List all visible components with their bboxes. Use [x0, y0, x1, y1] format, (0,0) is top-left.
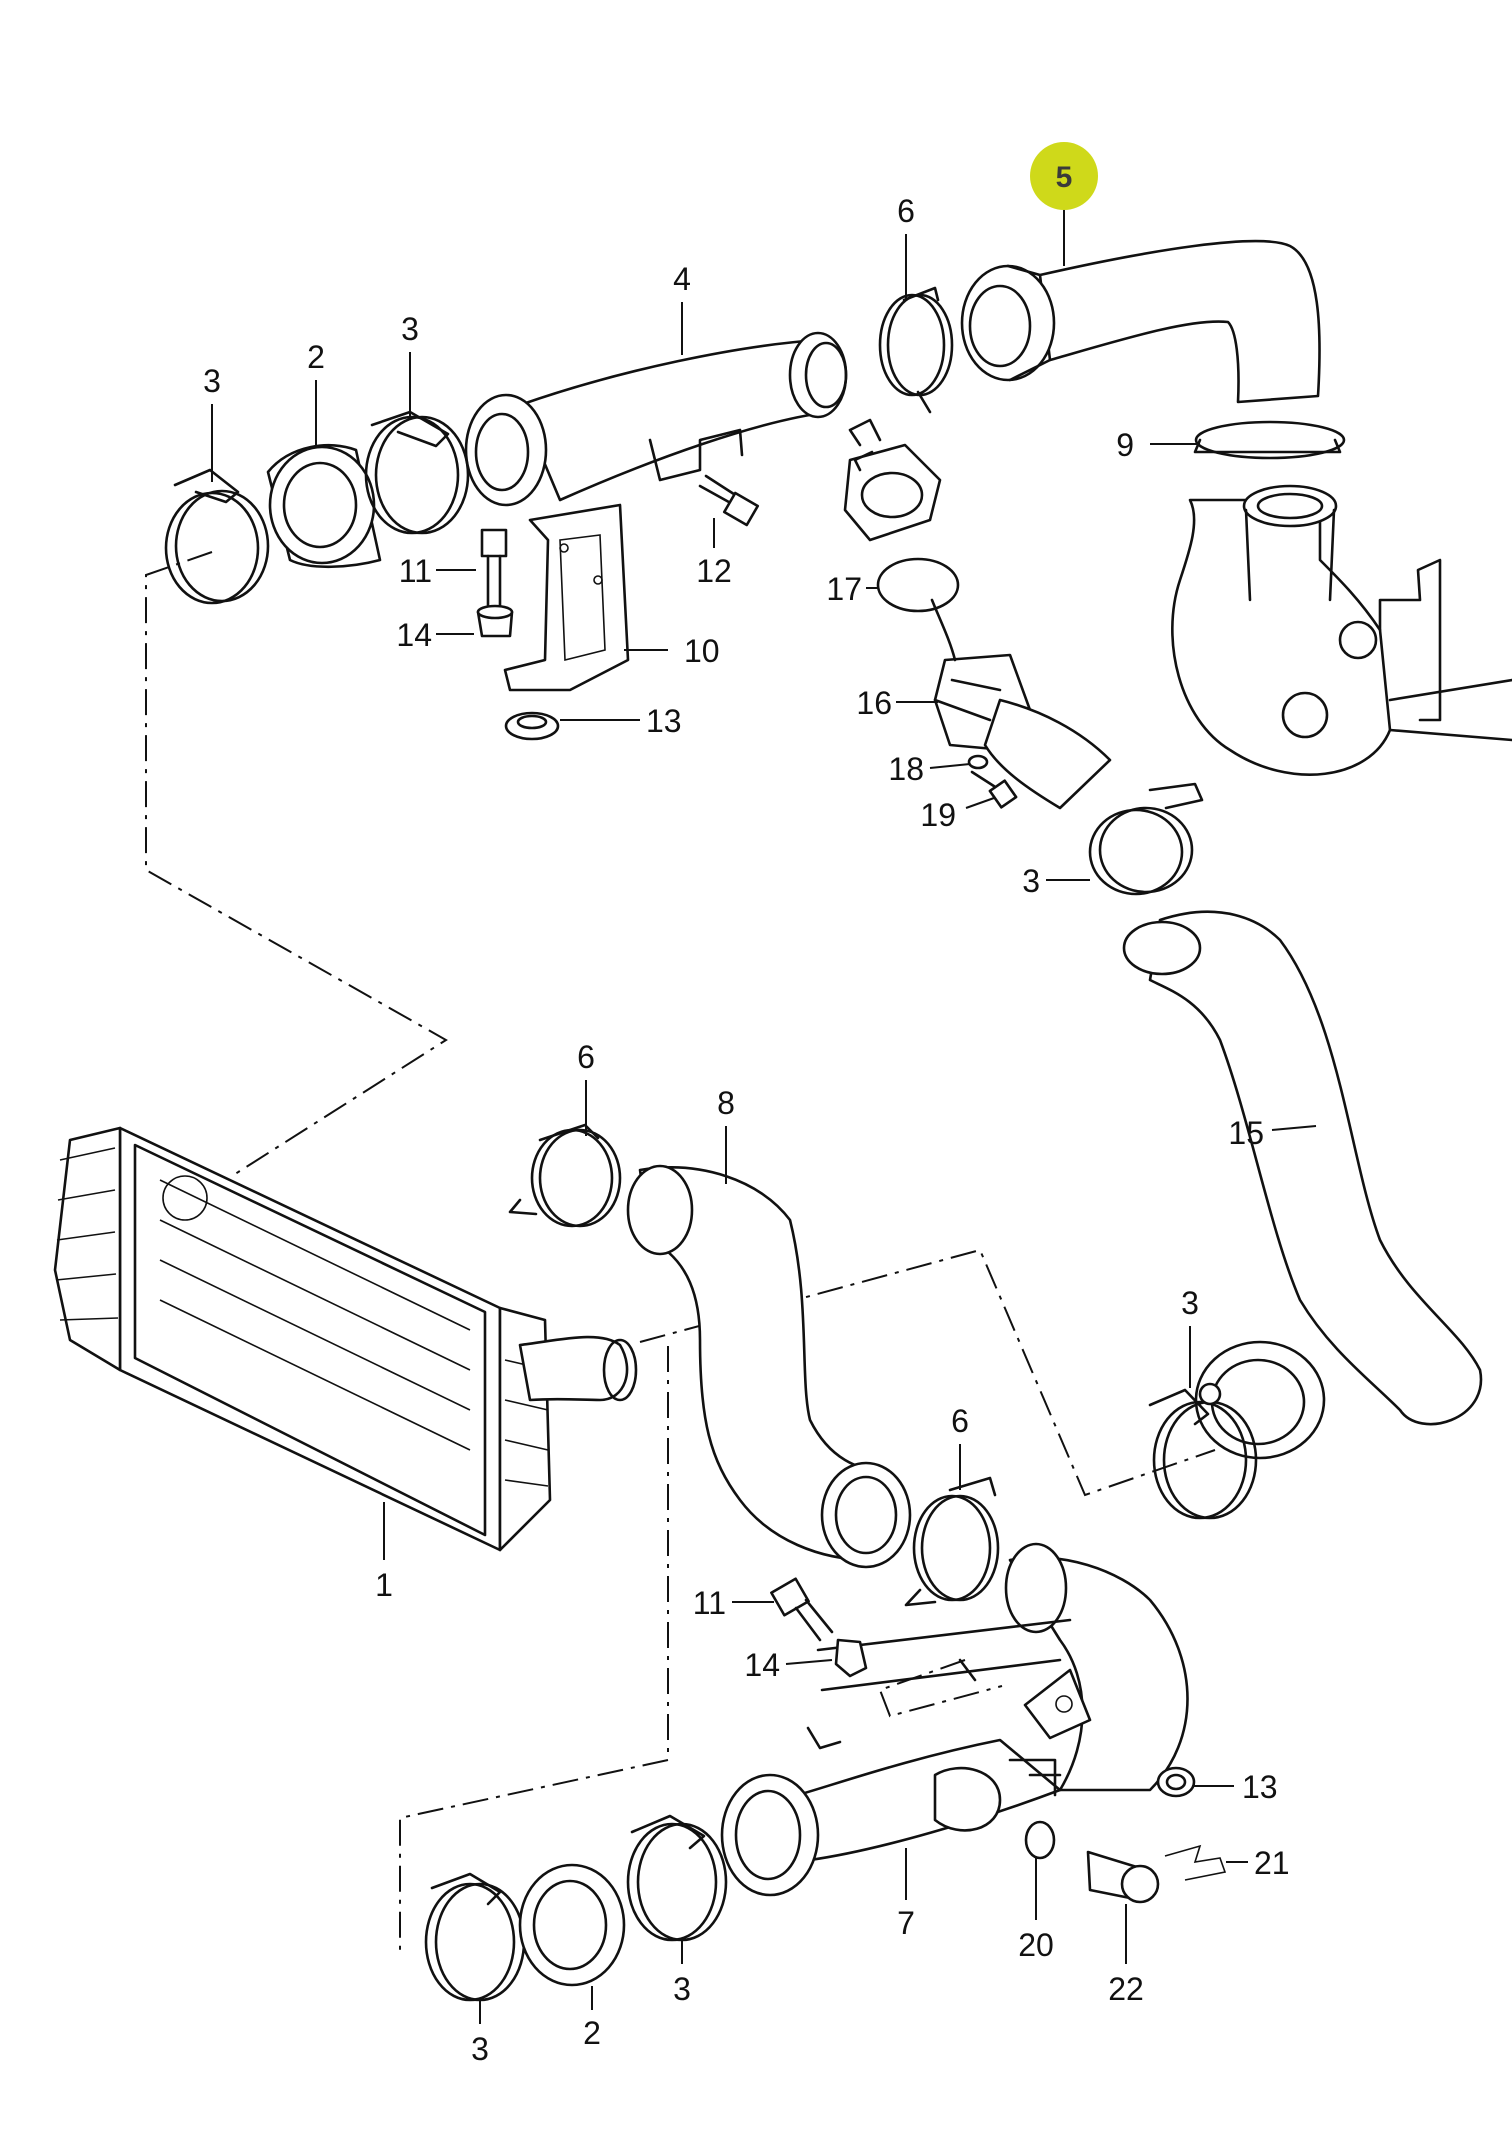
- callout-14-top[interactable]: 14: [396, 617, 432, 653]
- hose-8[interactable]: [626, 1164, 912, 1569]
- clamp-3-top-mid[interactable]: [364, 410, 470, 535]
- clamp-3-right-mid[interactable]: [1088, 782, 1204, 896]
- callout-6-mid[interactable]: 6: [577, 1039, 595, 1075]
- intercooler-1[interactable]: [53, 1126, 638, 1552]
- washer-14-top[interactable]: [476, 604, 514, 638]
- sleeve-2-top[interactable]: [266, 444, 382, 569]
- callout-15[interactable]: 15: [1228, 1115, 1264, 1151]
- clamp-3-lower-left[interactable]: [424, 1872, 526, 2002]
- callout-20[interactable]: 20: [1018, 1927, 1054, 1963]
- bolt-11-lower[interactable]: [770, 1577, 834, 1642]
- bolt-11-top[interactable]: [480, 528, 508, 610]
- callout-11-top[interactable]: 11: [399, 553, 432, 589]
- callout-13-lower[interactable]: 13: [1242, 1769, 1278, 1805]
- bolt-12[interactable]: [698, 474, 760, 527]
- callout-6-top[interactable]: 6: [897, 193, 915, 229]
- callout-2-top[interactable]: 2: [307, 339, 325, 375]
- callout-19[interactable]: 19: [920, 797, 956, 833]
- callout-10[interactable]: 10: [684, 633, 720, 669]
- hose-5[interactable]: [960, 239, 1321, 404]
- callout-3-lower-mid[interactable]: 3: [673, 1971, 691, 2007]
- sleeve-2-lower[interactable]: [518, 1863, 626, 1987]
- leader-lines: [211, 202, 1317, 2024]
- hose-15[interactable]: [1122, 910, 1483, 1460]
- callout-3-top-mid[interactable]: 3: [401, 311, 419, 347]
- grommet-13-top[interactable]: [504, 711, 560, 741]
- connector-16[interactable]: [930, 598, 1112, 810]
- callout-12[interactable]: 12: [696, 553, 732, 589]
- callout-4[interactable]: 4: [673, 261, 691, 297]
- callout-14-lower[interactable]: 14: [744, 1647, 780, 1683]
- callout-18[interactable]: 18: [888, 751, 924, 787]
- callout-16[interactable]: 16: [856, 685, 892, 721]
- clamp-3-lower-right[interactable]: [1148, 1382, 1258, 1520]
- callout-7[interactable]: 7: [897, 1905, 915, 1941]
- bracket-10[interactable]: [503, 503, 630, 692]
- callout-3-top-left[interactable]: 3: [203, 363, 221, 399]
- turbo-assembly[interactable]: [1171, 484, 1512, 776]
- sensor-22[interactable]: [1086, 1850, 1160, 1904]
- pipe-7[interactable]: [720, 1542, 1189, 1897]
- callout-9[interactable]: 9: [1116, 427, 1134, 463]
- callout-labels: 5 6 4 3 3 2 9 11 12 17 14 10 13 16 18 19…: [203, 142, 1290, 2067]
- callout-22[interactable]: 22: [1108, 1971, 1144, 2007]
- callout-3-lower-left[interactable]: 3: [471, 2031, 489, 2067]
- callout-3-lower-right[interactable]: 3: [1181, 1285, 1199, 1321]
- callout-8[interactable]: 8: [717, 1085, 735, 1121]
- washer-14-lower[interactable]: [834, 1638, 868, 1678]
- highlight-marker-5: [1030, 142, 1098, 210]
- callout-3-right-mid[interactable]: 3: [1022, 863, 1040, 899]
- callout-6-lower[interactable]: 6: [951, 1403, 969, 1439]
- callout-11-lower[interactable]: 11: [693, 1585, 726, 1621]
- callout-1[interactable]: 1: [375, 1567, 393, 1603]
- seal-20[interactable]: [1024, 1820, 1056, 1860]
- washer-18[interactable]: [967, 754, 989, 770]
- clamp-6-top[interactable]: [878, 286, 954, 414]
- callout-5[interactable]: 5: [1056, 161, 1073, 194]
- clamp-6-mid[interactable]: [508, 1123, 622, 1228]
- wire-21[interactable]: [1164, 1844, 1227, 1881]
- flange-17[interactable]: [843, 418, 960, 613]
- pipe-4[interactable]: [464, 331, 848, 507]
- callout-17[interactable]: 17: [826, 571, 862, 607]
- callout-2-lower[interactable]: 2: [583, 2015, 601, 2051]
- callout-21[interactable]: 21: [1254, 1845, 1290, 1881]
- callout-13-top[interactable]: 13: [646, 703, 682, 739]
- clamp-3-top-left[interactable]: [164, 468, 270, 605]
- clamp-3-lower-mid[interactable]: [626, 1814, 728, 1942]
- clamp-6-lower[interactable]: [904, 1476, 1000, 1607]
- clamp-9[interactable]: [1193, 420, 1346, 460]
- bolt-19[interactable]: [970, 770, 1018, 809]
- grommet-13-lower[interactable]: [1156, 1766, 1196, 1798]
